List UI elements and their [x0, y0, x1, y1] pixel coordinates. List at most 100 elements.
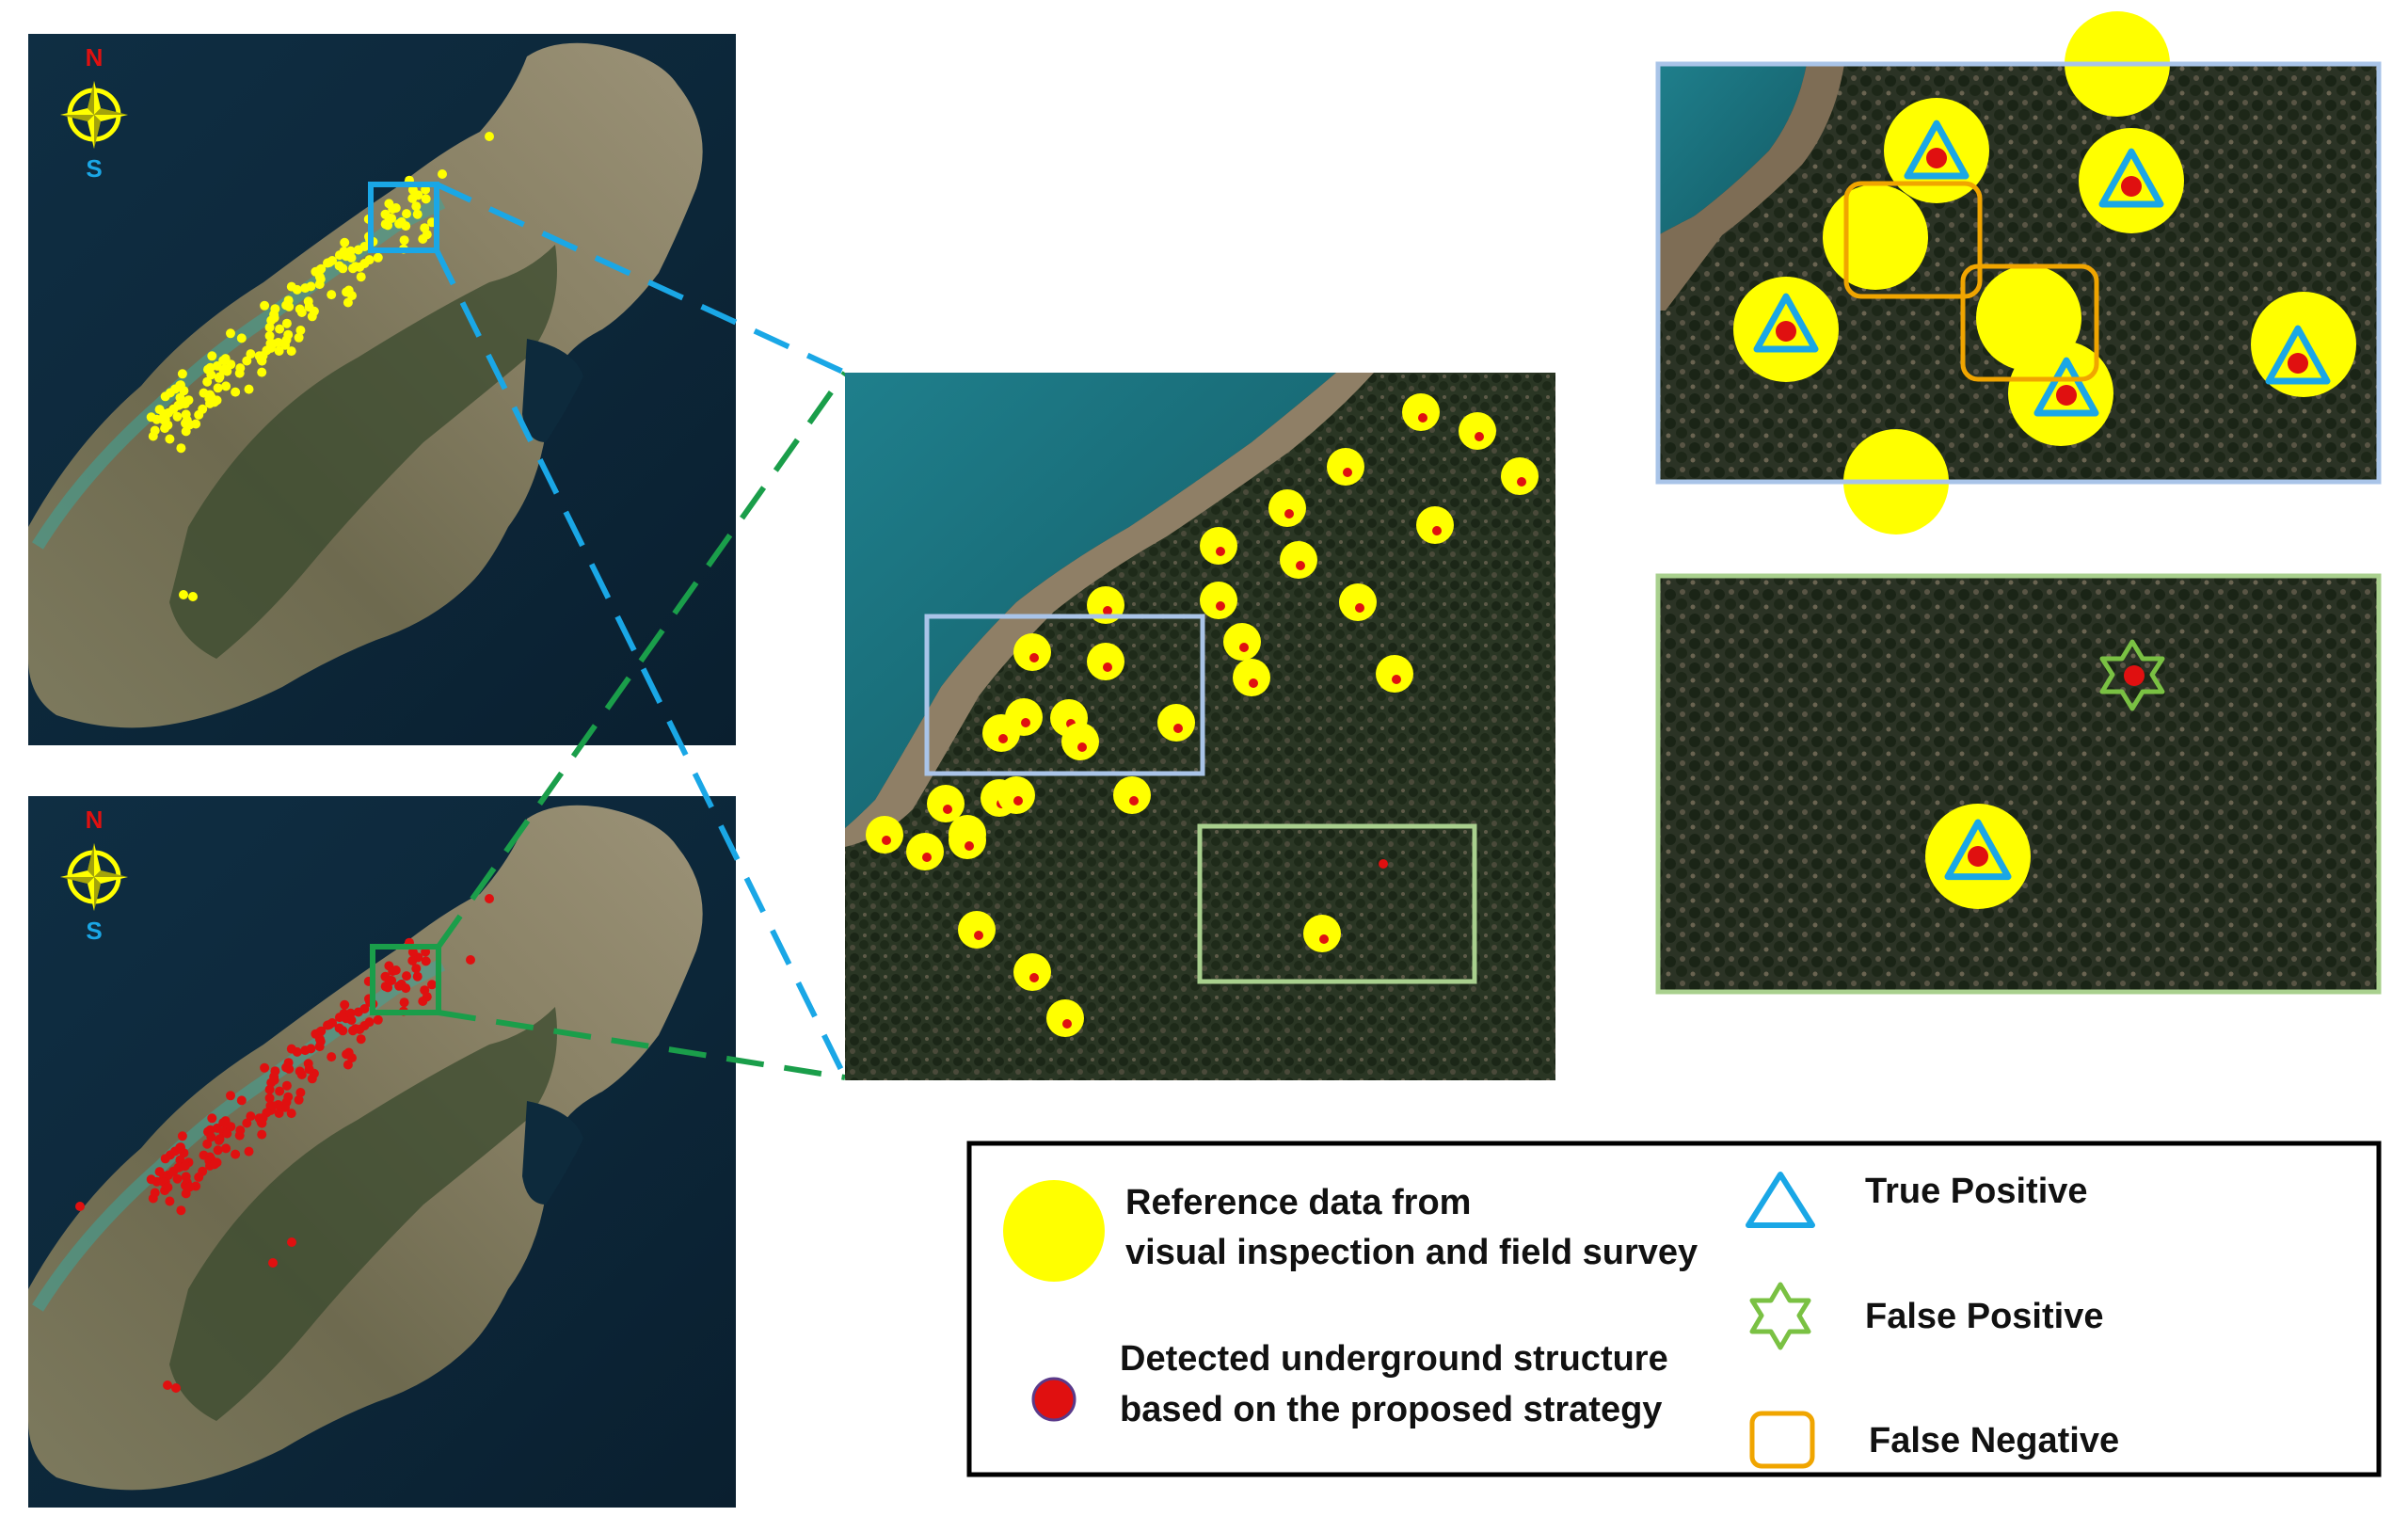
detected-marker: [1239, 643, 1249, 652]
forest-area: [169, 245, 557, 659]
detected-point: [281, 1080, 292, 1091]
reference-point: [268, 339, 278, 349]
reference-point: [274, 346, 284, 356]
reference-point: [177, 369, 187, 379]
detected-point: [327, 1018, 338, 1028]
inset-frame-green: [1655, 573, 2382, 995]
detected-point: [235, 1125, 246, 1136]
reference-point: [236, 333, 247, 343]
legend-frame: [966, 1141, 2382, 1477]
zoomed-aerial-view: [845, 373, 1555, 1080]
reference-point: [207, 351, 217, 361]
detected-marker: [1029, 973, 1039, 982]
reference-point: [181, 409, 191, 420]
reference-point: [213, 383, 223, 393]
detected-point: [411, 964, 422, 974]
reference-marker: [906, 833, 944, 870]
compass-north-label: N: [86, 43, 104, 72]
sea-area: [845, 373, 1336, 828]
detected-point: [364, 1017, 375, 1028]
legend-detected-marker: [1031, 1377, 1076, 1422]
reference-point: [347, 291, 357, 301]
reference-point: [264, 330, 275, 341]
detected-point: [222, 1128, 232, 1139]
reference-point: [327, 290, 337, 300]
reference-marker: [1200, 527, 1237, 565]
detected-marker: [2056, 385, 2077, 406]
zoom-connectors: [434, 182, 848, 1080]
reference-point: [175, 380, 185, 391]
true-positive-icon: [1753, 293, 1819, 353]
reference-marker: [997, 776, 1035, 814]
detected-marker: [965, 841, 974, 851]
true-positive-icon: [2033, 357, 2099, 417]
bay: [522, 1101, 583, 1205]
reference-point: [350, 262, 360, 272]
detected-point: [202, 1139, 213, 1149]
true-positive-icon: [2098, 148, 2164, 208]
reference-point: [194, 409, 204, 420]
detected-point: [286, 1044, 296, 1054]
reference-point: [179, 590, 188, 599]
detected-point: [316, 1026, 327, 1036]
inset-background: [1658, 576, 2379, 992]
rocky-shore: [845, 373, 1374, 847]
reference-point: [242, 356, 252, 366]
detected-point: [420, 985, 430, 996]
reference-point: [373, 252, 383, 263]
legend-box: Reference data from visual inspection an…: [966, 1141, 2382, 1477]
detected-point: [212, 1157, 222, 1168]
detected-point: [307, 1074, 317, 1084]
reference-point: [316, 263, 327, 274]
reference-marker: [1087, 643, 1124, 680]
detected-marker: [1173, 724, 1183, 733]
detected-marker: [943, 805, 952, 814]
inset-box-blue: [924, 614, 1205, 776]
true-positive-icon: [1944, 819, 2012, 881]
detected-point: [281, 1062, 292, 1073]
detected-marker: [1776, 321, 1796, 342]
reference-marker: [1200, 582, 1237, 619]
detected-marker: [882, 836, 891, 845]
reference-point: [407, 184, 418, 195]
reference-point: [226, 328, 235, 339]
detected-point: [295, 1088, 306, 1097]
detected-marker: [974, 931, 983, 940]
detected-point: [466, 955, 475, 965]
inset-box-green: [1197, 823, 1477, 984]
reference-marker: [958, 911, 996, 949]
detected-point: [194, 1172, 204, 1182]
detected-point: [427, 980, 437, 990]
detected-point: [418, 997, 428, 1006]
detected-point: [212, 1123, 222, 1133]
connector-blue-top: [435, 182, 847, 375]
reference-marker: [1157, 704, 1195, 742]
detected-marker: [1343, 468, 1352, 477]
reference-point: [244, 384, 254, 394]
reference-marker: [1327, 448, 1364, 486]
reference-point: [420, 223, 430, 233]
reference-point: [412, 209, 423, 219]
detected-marker: [1517, 477, 1526, 487]
zoom-box-blue: [368, 182, 439, 253]
reference-marker: [1046, 999, 1084, 1037]
detected-point: [184, 1182, 195, 1192]
detected-marker: [998, 734, 1008, 743]
reference-point: [235, 363, 246, 374]
detected-marker: [1216, 547, 1225, 556]
reference-marker: [1501, 457, 1539, 495]
detected-point: [163, 1380, 172, 1390]
reference-point: [176, 443, 186, 454]
true-positive-icon: [1904, 120, 1969, 180]
reference-point: [212, 395, 222, 406]
true-positive-icon: [1746, 1172, 1815, 1228]
compass-rose-bottom: N S: [60, 806, 128, 945]
detected-point: [343, 1060, 353, 1070]
detected-point: [231, 1149, 241, 1159]
reference-point: [438, 169, 447, 179]
legend-false-positive: False Positive: [1865, 1297, 2103, 1336]
reference-point: [260, 300, 270, 311]
compass-rose-top: N S: [60, 43, 128, 183]
detected-point: [345, 1008, 356, 1018]
legend-reference-line1: Reference data from: [1125, 1183, 1471, 1222]
